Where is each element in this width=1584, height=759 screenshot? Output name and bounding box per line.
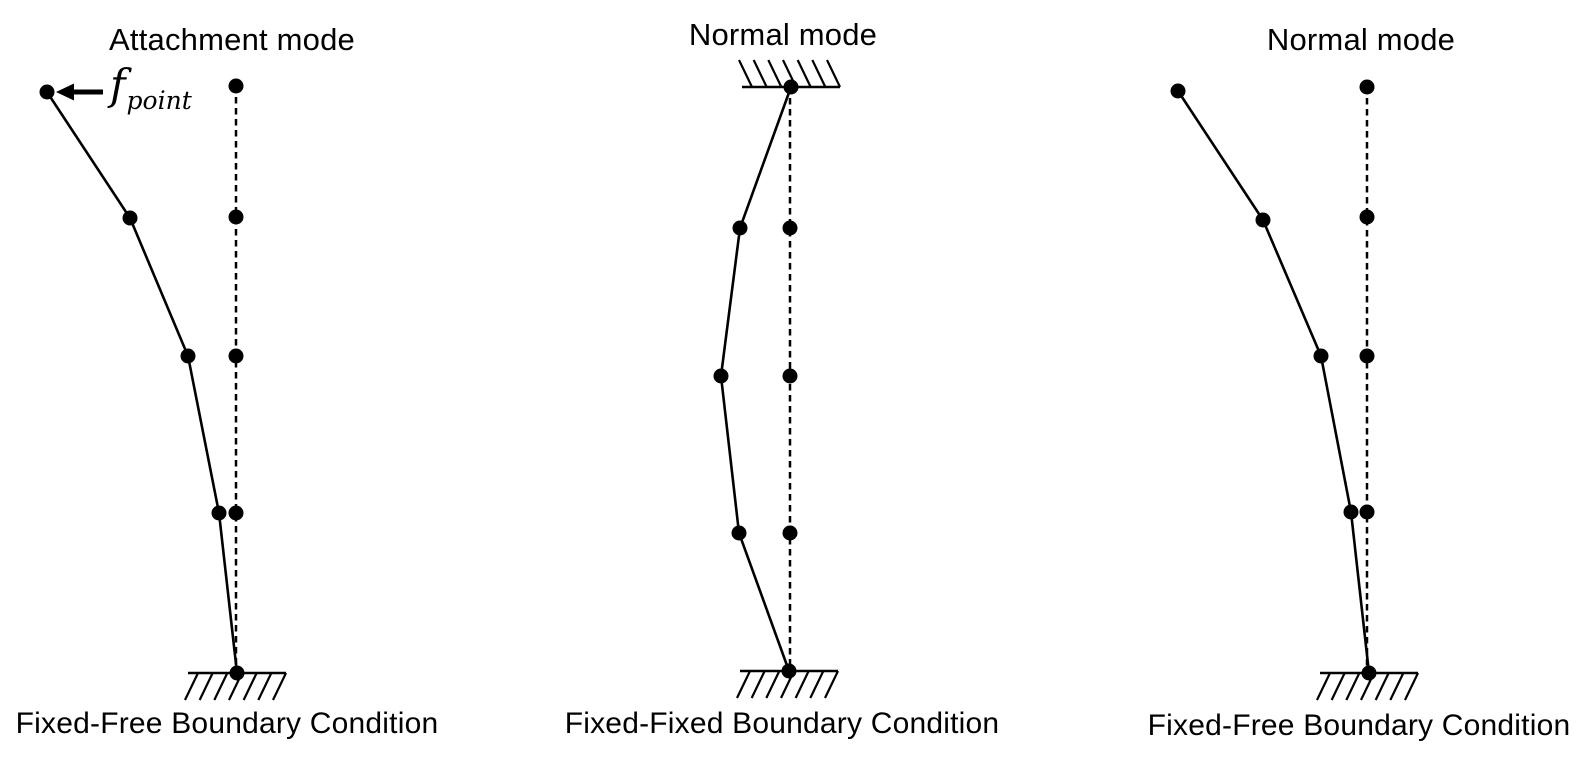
force-symbol: f	[110, 60, 126, 109]
reference-node-dot	[228, 348, 244, 364]
beam-node-dot	[713, 368, 729, 384]
force-arrow-head	[56, 83, 74, 101]
support-hatch-stroke	[794, 670, 810, 699]
support-hatch-stroke	[767, 59, 783, 88]
support-hatch-stroke	[1404, 672, 1419, 701]
reference-node-dot	[782, 368, 798, 384]
beam-node-dot	[122, 210, 138, 226]
support-hatch-stroke	[198, 672, 214, 701]
reference-node-dot	[1359, 504, 1375, 520]
support-hatch-stroke	[765, 670, 781, 699]
beam-node-dot	[731, 525, 747, 541]
reference-node-dot	[1359, 79, 1375, 95]
beam-node-dot	[180, 348, 196, 364]
panel-caption-right: Fixed-Free Boundary Condition	[1147, 709, 1571, 742]
panel-title-right: Normal mode	[1266, 22, 1456, 57]
support-hatch-stroke	[213, 672, 229, 701]
reference-node-dot	[782, 525, 798, 541]
reference-node-dot	[228, 505, 244, 521]
support-hatch-stroke	[826, 59, 841, 88]
support-hatch-stroke	[1330, 672, 1346, 701]
panel-title-middle: Normal mode	[688, 17, 878, 52]
support-hatch-stroke	[738, 59, 753, 88]
support-hatch-stroke	[184, 672, 199, 701]
support-hatch-stroke	[1374, 672, 1390, 701]
beam-polyline	[45, 91, 239, 674]
beam-polyline	[719, 86, 793, 672]
support-hatch-stroke	[736, 670, 751, 699]
support-hatch-stroke	[750, 670, 766, 699]
support-hatch-stroke	[272, 672, 287, 701]
beam-node-dot	[1170, 83, 1186, 99]
support-hatch-stroke	[257, 672, 273, 701]
beam-node-dot	[39, 84, 55, 100]
beam-node-dot	[211, 505, 227, 521]
support-hatch-stroke	[242, 672, 258, 701]
beam-node-dot	[1313, 348, 1329, 364]
support-hatch-stroke	[796, 59, 812, 88]
panel-caption-left: Fixed-Free Boundary Condition	[15, 707, 439, 740]
beam-node-dot	[781, 663, 797, 679]
reference-node-dot	[228, 78, 244, 94]
reference-node-dot	[1359, 348, 1375, 364]
support-hatch-stroke	[1345, 672, 1361, 701]
beam-node-dot	[783, 79, 799, 95]
beam-polyline	[1176, 90, 1371, 674]
panel-title-left: Attachment mode	[109, 22, 355, 57]
beam-node-dot	[1343, 504, 1359, 520]
support-hatch-stroke	[809, 670, 825, 699]
support-hatch-stroke	[824, 670, 839, 699]
support-hatch-stroke	[811, 59, 827, 88]
beam-node-dot	[732, 220, 748, 236]
panel-caption-middle: Fixed-Fixed Boundary Condition	[564, 707, 1000, 740]
force-subscript: point	[126, 86, 192, 115]
beam-node-dot	[229, 665, 245, 681]
support-hatch-stroke	[752, 59, 768, 88]
force-point-label: fpoint	[110, 64, 192, 114]
support-hatch-stroke	[1389, 672, 1405, 701]
reference-node-dot	[228, 209, 244, 225]
reference-node-dot	[1359, 209, 1375, 225]
reference-node-dot	[782, 220, 798, 236]
beam-node-dot	[1255, 212, 1271, 228]
beam-node-dot	[1361, 665, 1377, 681]
support-hatch-stroke	[1316, 672, 1331, 701]
